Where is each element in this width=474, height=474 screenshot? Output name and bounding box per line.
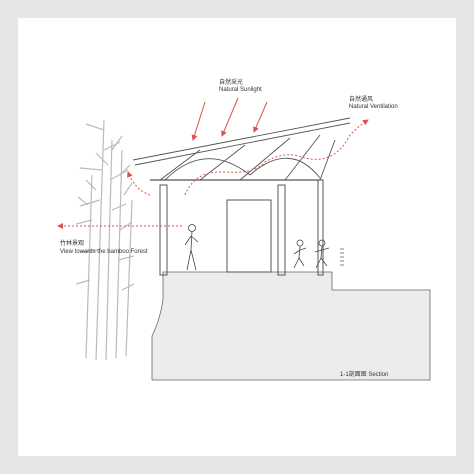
steps-marks [340, 248, 344, 266]
roof-truss [132, 117, 351, 181]
ventilation-label-cn: 自然通风 [349, 95, 373, 103]
view-label-cn: 竹林景观 [60, 239, 84, 247]
view-label-en: View towards the bamboo Forest [60, 249, 148, 255]
ventilation-label-en: Natural Ventilation [349, 104, 398, 110]
structure-columns [159, 179, 324, 276]
bamboo-grove [75, 119, 135, 361]
person-figure-child-2 [314, 239, 330, 269]
drawing-sheet [18, 18, 456, 456]
ground-section [151, 271, 431, 381]
door-frame [226, 199, 272, 273]
sunlight-label-cn: 自然采光 [219, 78, 243, 86]
sunlight-arrows [191, 97, 268, 141]
sunlight-label-en: Natural Sunlight [219, 87, 262, 93]
person-figure-adult [184, 224, 199, 271]
ventilation-arrow-left [127, 171, 151, 196]
section-title: 1-1剖面图 Section [340, 370, 388, 378]
person-figure-child-1 [293, 239, 307, 269]
ventilation-arrow-curve [184, 119, 369, 196]
